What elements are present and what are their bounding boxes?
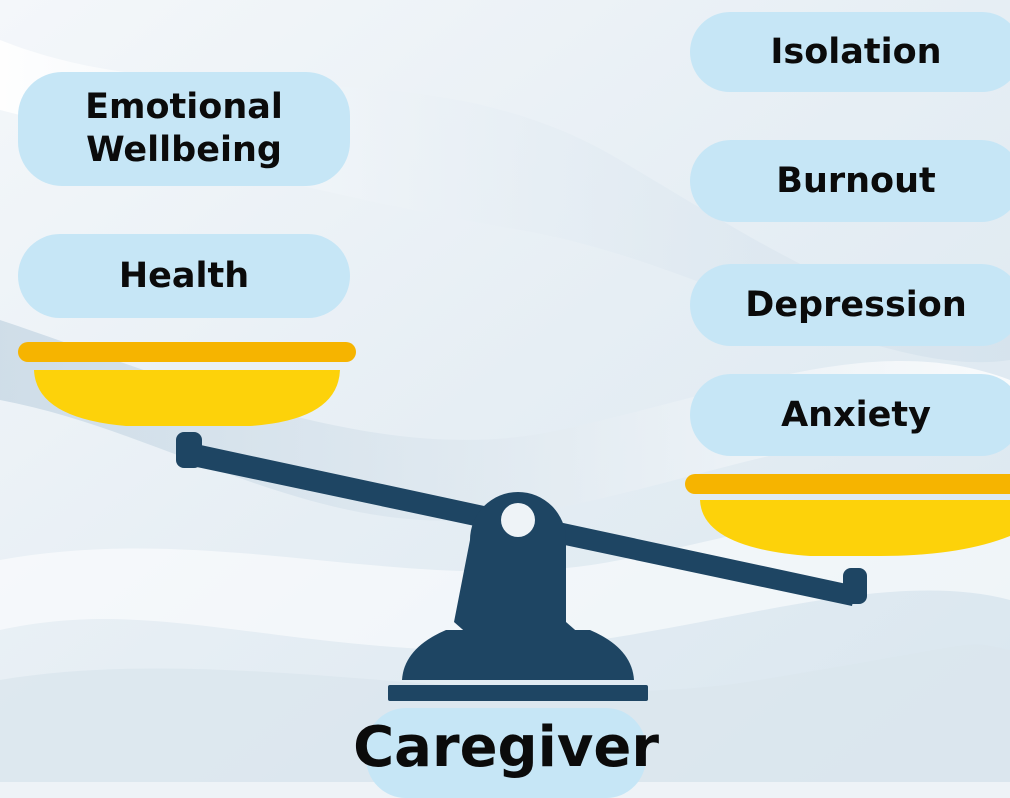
burnout-label: Burnout (776, 160, 936, 201)
health-pill: Health (18, 234, 350, 318)
left-pan-rim (18, 342, 356, 362)
depression-label: Depression (745, 284, 967, 325)
left-pan-bowl (34, 370, 340, 426)
scale-foot (402, 630, 634, 680)
scale-pillar (454, 492, 582, 636)
right-pan-hanger (843, 568, 867, 604)
right-pan-rim (685, 474, 1010, 494)
anxiety-pill: Anxiety (690, 374, 1010, 456)
isolation-pill: Isolation (690, 12, 1010, 92)
caregiver-label: Caregiver (353, 708, 659, 798)
depression-pill: Depression (690, 264, 1010, 346)
scale-base-plate (388, 685, 648, 701)
emotional-wellbeing-label-line1: Emotional (85, 87, 283, 128)
emotional-wellbeing-pill: Emotional Wellbeing (18, 72, 350, 186)
emotional-wellbeing-label-line2: Wellbeing (86, 130, 282, 170)
left-pan-hanger (176, 432, 202, 468)
balance-scale-icon (18, 342, 1010, 701)
pivot-hole (501, 503, 535, 537)
right-pan-bowl (700, 500, 1010, 556)
burnout-pill: Burnout (690, 140, 1010, 222)
anxiety-label: Anxiety (781, 394, 931, 435)
health-label: Health (118, 255, 250, 296)
isolation-label: Isolation (770, 31, 942, 72)
